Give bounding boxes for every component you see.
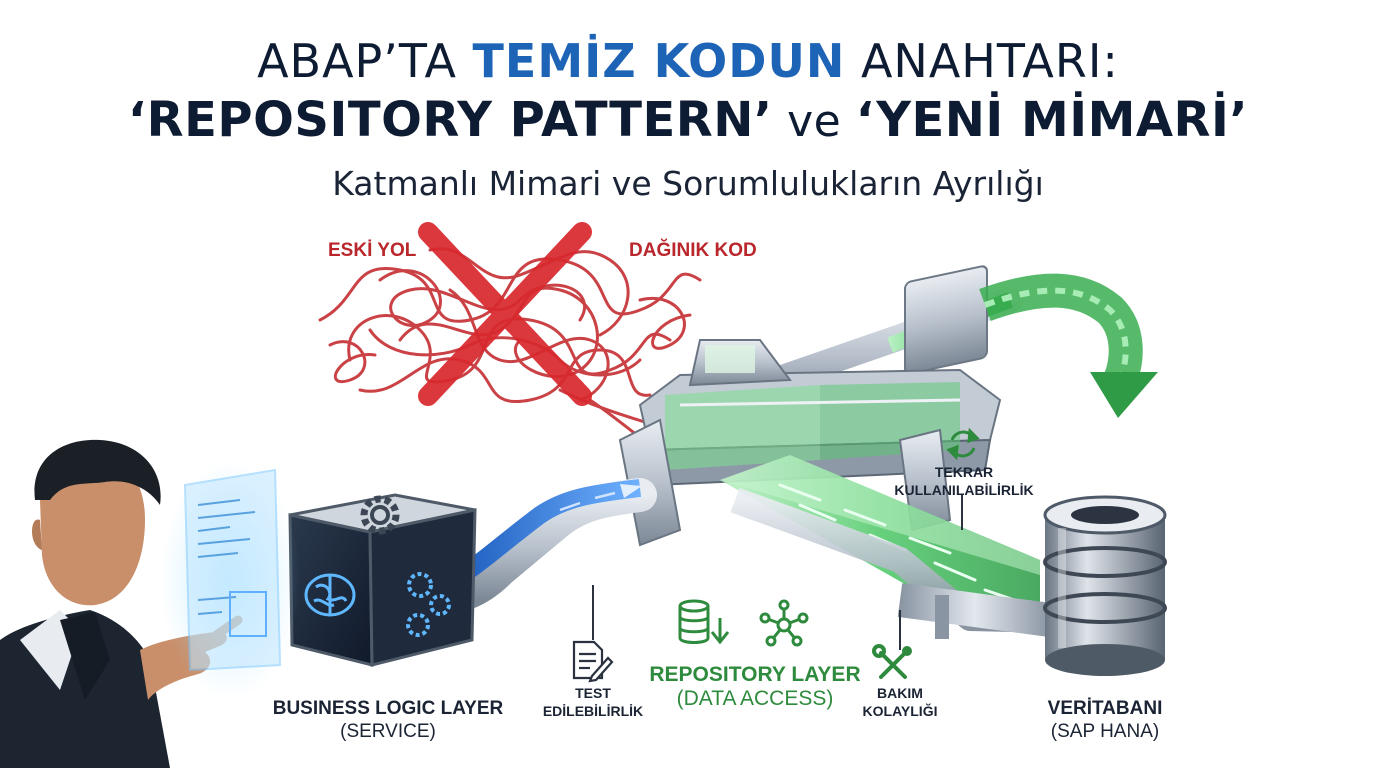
reuse-line-1: TEKRAR [934, 464, 994, 480]
title-ve: ve [772, 96, 856, 147]
brain-icon [304, 573, 356, 617]
tangled-code-icon [318, 247, 702, 452]
old-way-label: ESKİ YOL [328, 240, 417, 261]
repository-line-1: REPOSITORY LAYER [649, 663, 861, 686]
database-line-1: VERİTABANI [1047, 698, 1163, 719]
maintainability-label: BAKIM KOLAYLIĞI [845, 684, 955, 720]
document-pencil-icon [572, 640, 614, 683]
maintainability-line-1: BAKIM [877, 685, 923, 701]
title-repository-pattern: ‘REPOSITORY PATTERN’ [127, 92, 773, 148]
title-pre: ABAP’TA [257, 34, 473, 88]
maintainability-line-2: KOLAYLIĞI [862, 703, 938, 719]
return-arrow-icon [979, 273, 1158, 418]
wrench-screwdriver-icon [872, 644, 912, 679]
title-line-1: ABAP’TA TEMİZ KODUN ANAHTARI: [0, 34, 1376, 88]
title-line-2: ‘REPOSITORY PATTERN’ ve ‘YENİ MİMARİ’ [0, 92, 1376, 148]
testability-line-2: EDİLEBİLİRLİK [542, 703, 644, 719]
testability-line-1: TEST [575, 685, 611, 701]
database-line-2: (SAP HANA) [1050, 721, 1160, 742]
repository-line-2: (DATA ACCESS) [676, 687, 834, 710]
title-yeni-mimari: ‘YENİ MİMARİ’ [855, 92, 1249, 148]
business-logic-line-1: BUSINESS LOGIC LAYER [272, 698, 504, 719]
reuse-line-2: KULLANILABİLİRLİK [894, 482, 1034, 498]
subtitle: Katmanlı Mimari ve Sorumlulukların Ayrıl… [332, 164, 1044, 203]
gear-icon [360, 495, 400, 535]
database-icon [1043, 495, 1167, 676]
repository-layer-label: REPOSITORY LAYER (DATA ACCESS) [640, 663, 870, 711]
business-logic-cube [288, 493, 477, 667]
repository-bridge [618, 339, 1002, 547]
holographic-screen-icon [160, 460, 300, 700]
database-label: VERİTABANI (SAP HANA) [1030, 697, 1180, 743]
database-download-icon [678, 599, 730, 645]
network-nodes-icon [759, 599, 809, 647]
refresh-cycle-icon [946, 427, 980, 461]
business-logic-label: BUSINESS LOGIC LAYER (SERVICE) [268, 697, 508, 743]
title-post: ANAHTARI: [845, 34, 1119, 88]
business-logic-line-2: (SERVICE) [340, 721, 436, 742]
messy-code-label: DAĞINIK KOD [629, 240, 757, 261]
gears-icon [406, 572, 451, 637]
testability-label: TEST EDİLEBİLİRLİK [528, 684, 658, 720]
lower-pipe [730, 487, 1053, 639]
title-highlight: TEMİZ KODUN [472, 34, 846, 88]
cross-mark-icon [418, 222, 592, 406]
